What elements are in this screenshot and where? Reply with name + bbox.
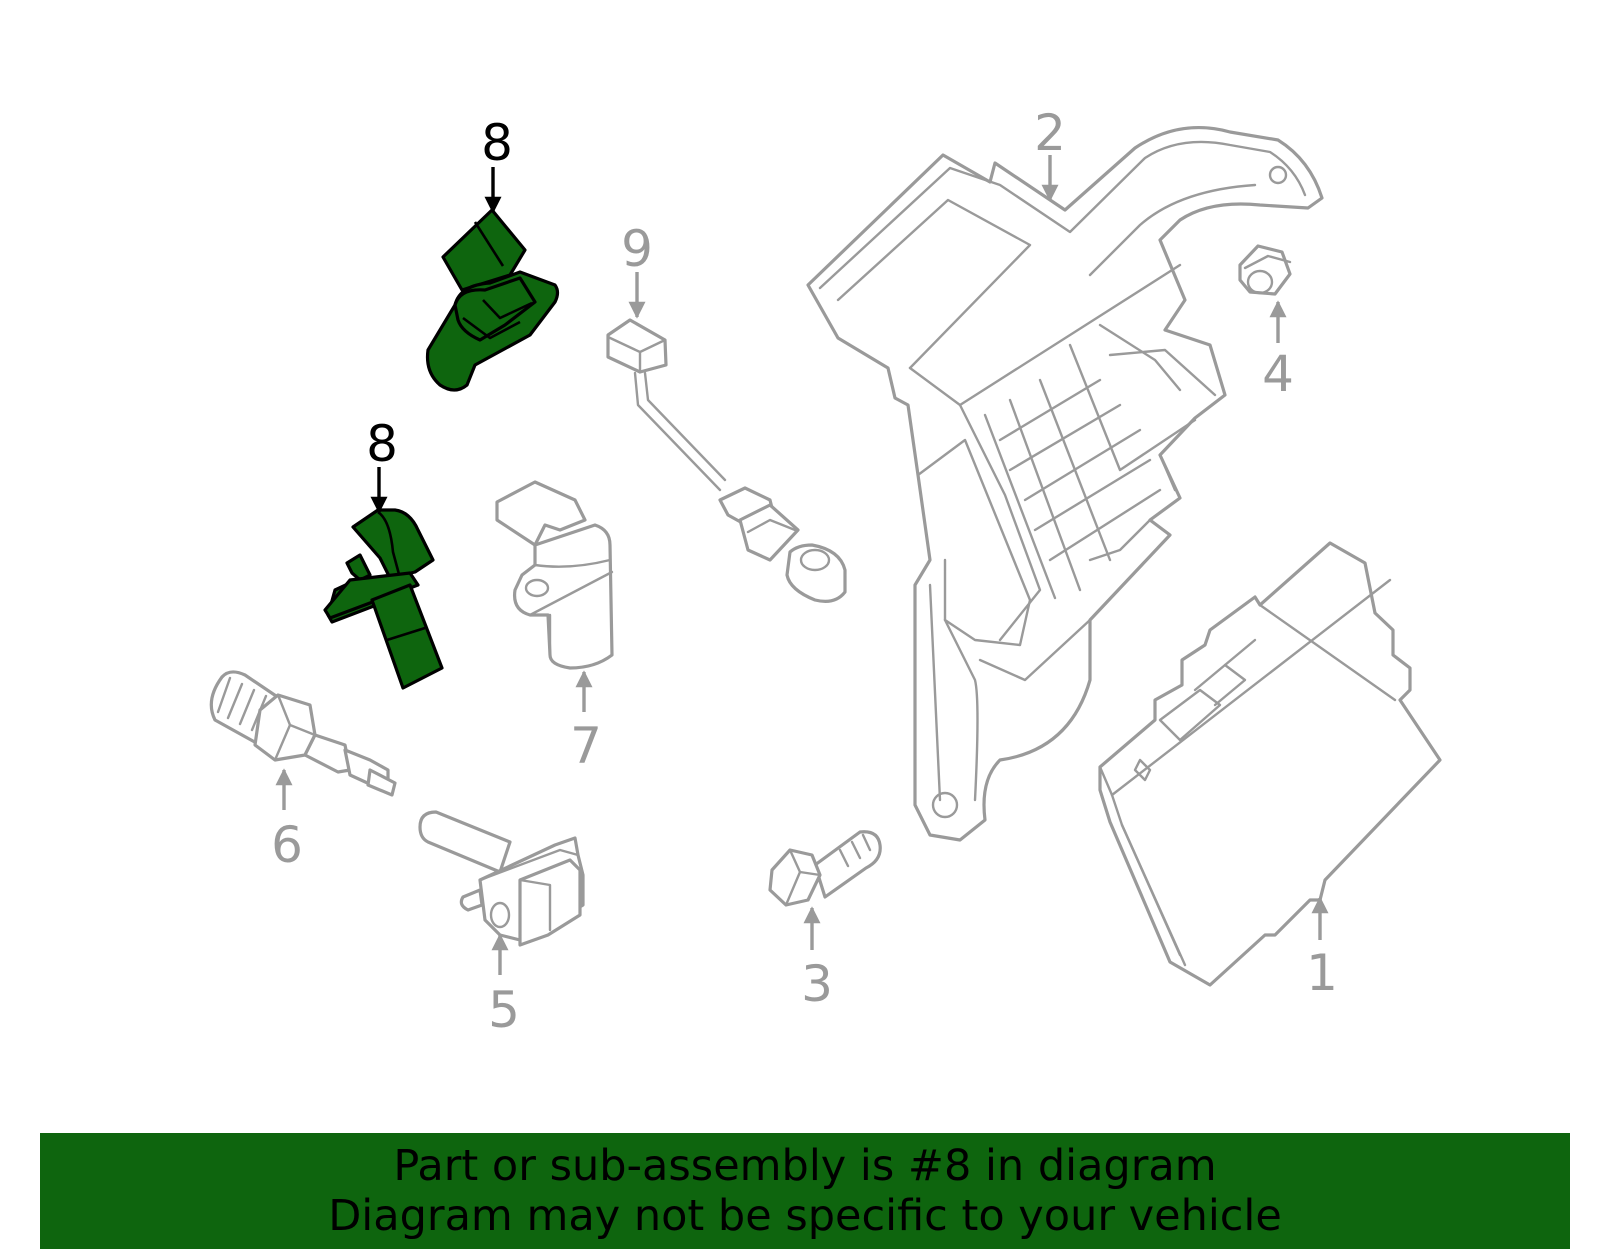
callout-7: 7 <box>570 717 602 775</box>
part-6-temp-sensor <box>209 670 397 797</box>
callout-1: 1 <box>1306 944 1338 1002</box>
callout-8-lower: 8 <box>366 415 398 473</box>
part-8-sensor-lower <box>323 508 444 690</box>
callout-labels: 2 4 9 7 6 5 3 1 8 8 <box>271 104 1338 1039</box>
callout-3: 3 <box>801 955 833 1013</box>
part-1-ecu-module <box>1098 541 1442 987</box>
callout-4: 4 <box>1262 345 1294 403</box>
info-banner: Part or sub-assembly is #8 in diagram Di… <box>40 1133 1570 1249</box>
callout-6: 6 <box>271 816 303 874</box>
part-9-knock-sensor <box>606 318 847 603</box>
part-3-bolt <box>768 830 882 907</box>
banner-line-part-number: Part or sub-assembly is #8 in diagram <box>393 1141 1217 1191</box>
callout-9: 9 <box>621 220 653 278</box>
callout-8-upper: 8 <box>481 114 513 172</box>
leader-lines <box>275 155 1329 975</box>
callout-5: 5 <box>488 981 520 1039</box>
banner-line-disclaimer: Diagram may not be specific to your vehi… <box>328 1191 1282 1241</box>
part-2-bracket <box>806 126 1324 842</box>
part-5-sensor <box>418 810 585 947</box>
callout-2: 2 <box>1034 104 1066 162</box>
part-4-nut <box>1238 244 1292 296</box>
part-7-position-sensor <box>495 480 614 670</box>
part-8-sensor-upper <box>425 208 560 392</box>
